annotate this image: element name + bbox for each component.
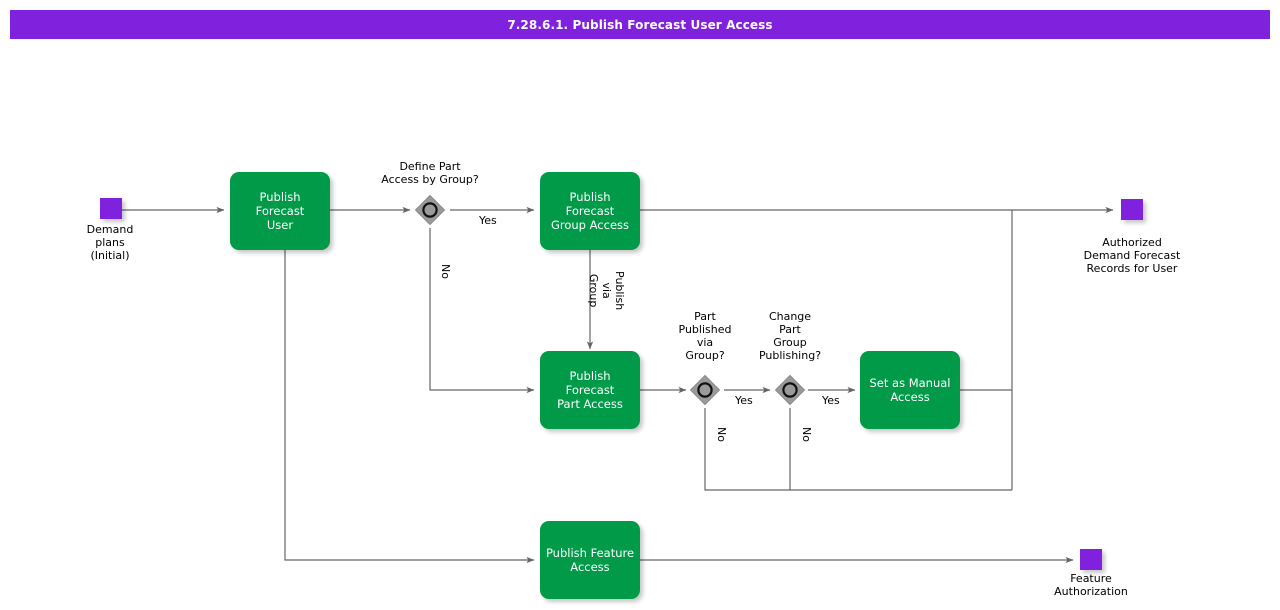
edge-user-to-feature xyxy=(284,250,535,564)
end-event-feature-authorization-label: Feature Authorization xyxy=(1054,572,1128,598)
end-event-feature-authorization[interactable] xyxy=(1080,549,1102,570)
edge-gw2-no xyxy=(704,408,1012,491)
end-event-authorized-records[interactable] xyxy=(1121,199,1143,220)
edge-label-change-group-no: No xyxy=(800,427,813,442)
start-event-demand-plans-label: Demand plans (Initial) xyxy=(86,223,134,262)
task-set-as-manual-access[interactable]: Set as Manual Access xyxy=(860,351,960,429)
gateway-define-part-access-by-group[interactable] xyxy=(413,193,447,227)
task-publish-forecast-part-access[interactable]: Publish Forecast Part Access xyxy=(540,351,640,429)
task-publish-forecast-user[interactable]: Publish Forecast User xyxy=(230,172,330,250)
gateway-change-part-group-publishing-label: Change Part Group Publishing? xyxy=(758,310,822,362)
end-event-authorized-records-label: Authorized Demand Forecast Records for U… xyxy=(1083,236,1181,275)
gateway-part-published-via-group-label: Part Published via Group? xyxy=(678,310,732,362)
task-publish-feature-access[interactable]: Publish Feature Access xyxy=(540,521,640,599)
edge-label-define-yes: Yes xyxy=(479,214,497,227)
edge-label-define-no: No xyxy=(439,264,452,279)
edge-label-change-group-yes: Yes xyxy=(822,394,840,407)
gateway-part-published-via-group[interactable] xyxy=(688,373,722,407)
task-publish-forecast-group-access[interactable]: Publish Forecast Group Access xyxy=(540,172,640,250)
edge-gw1-no xyxy=(429,228,535,394)
gateway-change-part-group-publishing[interactable] xyxy=(773,373,807,407)
start-event-demand-plans[interactable] xyxy=(100,198,122,219)
edge-label-part-published-yes: Yes xyxy=(735,394,753,407)
page-title: 7.28.6.1. Publish Forecast User Access xyxy=(10,10,1270,39)
gateway-define-part-access-by-group-label: Define Part Access by Group? xyxy=(381,160,479,186)
edge-label-publish-via-group: Publish via Group xyxy=(587,271,626,311)
edge-label-part-published-no: No xyxy=(715,427,728,442)
